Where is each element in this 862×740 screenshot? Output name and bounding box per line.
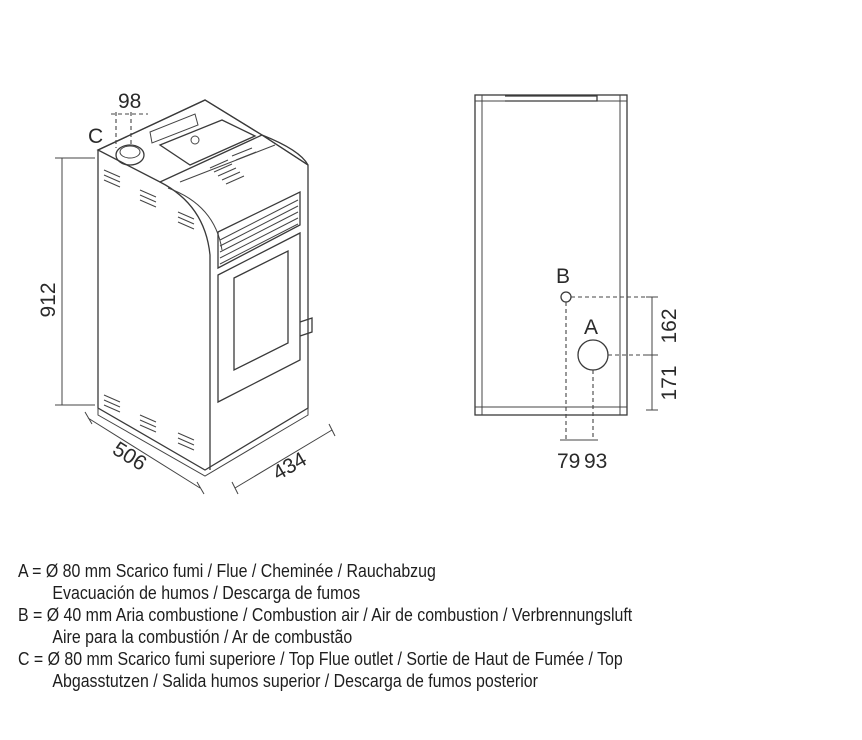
dim-width-506: 506 (108, 437, 150, 475)
dim-top-offset-98: 98 (118, 90, 141, 113)
label-b: B (556, 265, 570, 288)
front-grille (219, 199, 299, 265)
stove-body-outline (97, 99, 309, 471)
label-a: A (584, 316, 598, 339)
width-dimension-line (84, 411, 205, 495)
side-vents-bottom (103, 394, 195, 451)
top-grille (209, 147, 257, 185)
rear-height-dimension-line (646, 296, 658, 411)
stove-side-curve (159, 181, 211, 470)
side-vents-top (103, 169, 195, 230)
legend: A = Ø 80 mm Scarico fumi / Flue / Chemin… (18, 560, 732, 692)
stove-top-bevel (261, 134, 309, 166)
legend-a-line2: Evacuación de humos / Descarga de fumos (52, 582, 361, 603)
top-offset-dimension-line (111, 112, 148, 148)
dim-height-912: 912 (37, 282, 60, 317)
dim-162: 162 (658, 308, 681, 343)
legend-c-line2: Abgasstutzen / Salida humos superior / D… (52, 670, 538, 691)
legend-b-line2: Aire para la combustión / Ar de combustã… (52, 626, 353, 647)
stove-rear-view: B A 162 171 79 93 (474, 94, 681, 473)
label-c: C (88, 125, 103, 148)
combustion-air-inlet-b (560, 291, 572, 303)
hopper-lid (158, 119, 257, 166)
stove-door-glass (233, 249, 289, 372)
front-grille-frame (217, 190, 301, 270)
stove-door (217, 231, 301, 404)
dim-79: 79 (557, 450, 580, 473)
legend-entry-a: A = Ø 80 mm Scarico fumi / Flue / Chemin… (18, 560, 732, 604)
dim-171: 171 (658, 365, 681, 400)
dim-depth-434: 434 (269, 447, 311, 485)
top-flue-outlet-c (115, 144, 145, 166)
flue-outlet-a (577, 339, 609, 371)
stove-perspective-view: 912 506 434 98 C (37, 90, 336, 495)
legend-c-line1: C = Ø 80 mm Scarico fumi superiore / Top… (18, 648, 623, 669)
legend-a-line1: A = Ø 80 mm Scarico fumi / Flue / Chemin… (18, 560, 436, 581)
legend-entry-c: C = Ø 80 mm Scarico fumi superiore / Top… (18, 648, 732, 692)
rear-reference-lines (565, 296, 655, 440)
height-dimension-line (55, 157, 95, 406)
rear-outline (474, 94, 628, 416)
door-handle (299, 317, 313, 337)
dim-93: 93 (584, 450, 607, 473)
technical-drawing: 912 506 434 98 C B A 162 171 79 93 (37, 90, 681, 495)
legend-entry-b: B = Ø 40 mm Aria combustione / Combustio… (18, 604, 732, 648)
depth-dimension-line (231, 423, 336, 495)
legend-b-line1: B = Ø 40 mm Aria combustione / Combustio… (18, 604, 633, 625)
